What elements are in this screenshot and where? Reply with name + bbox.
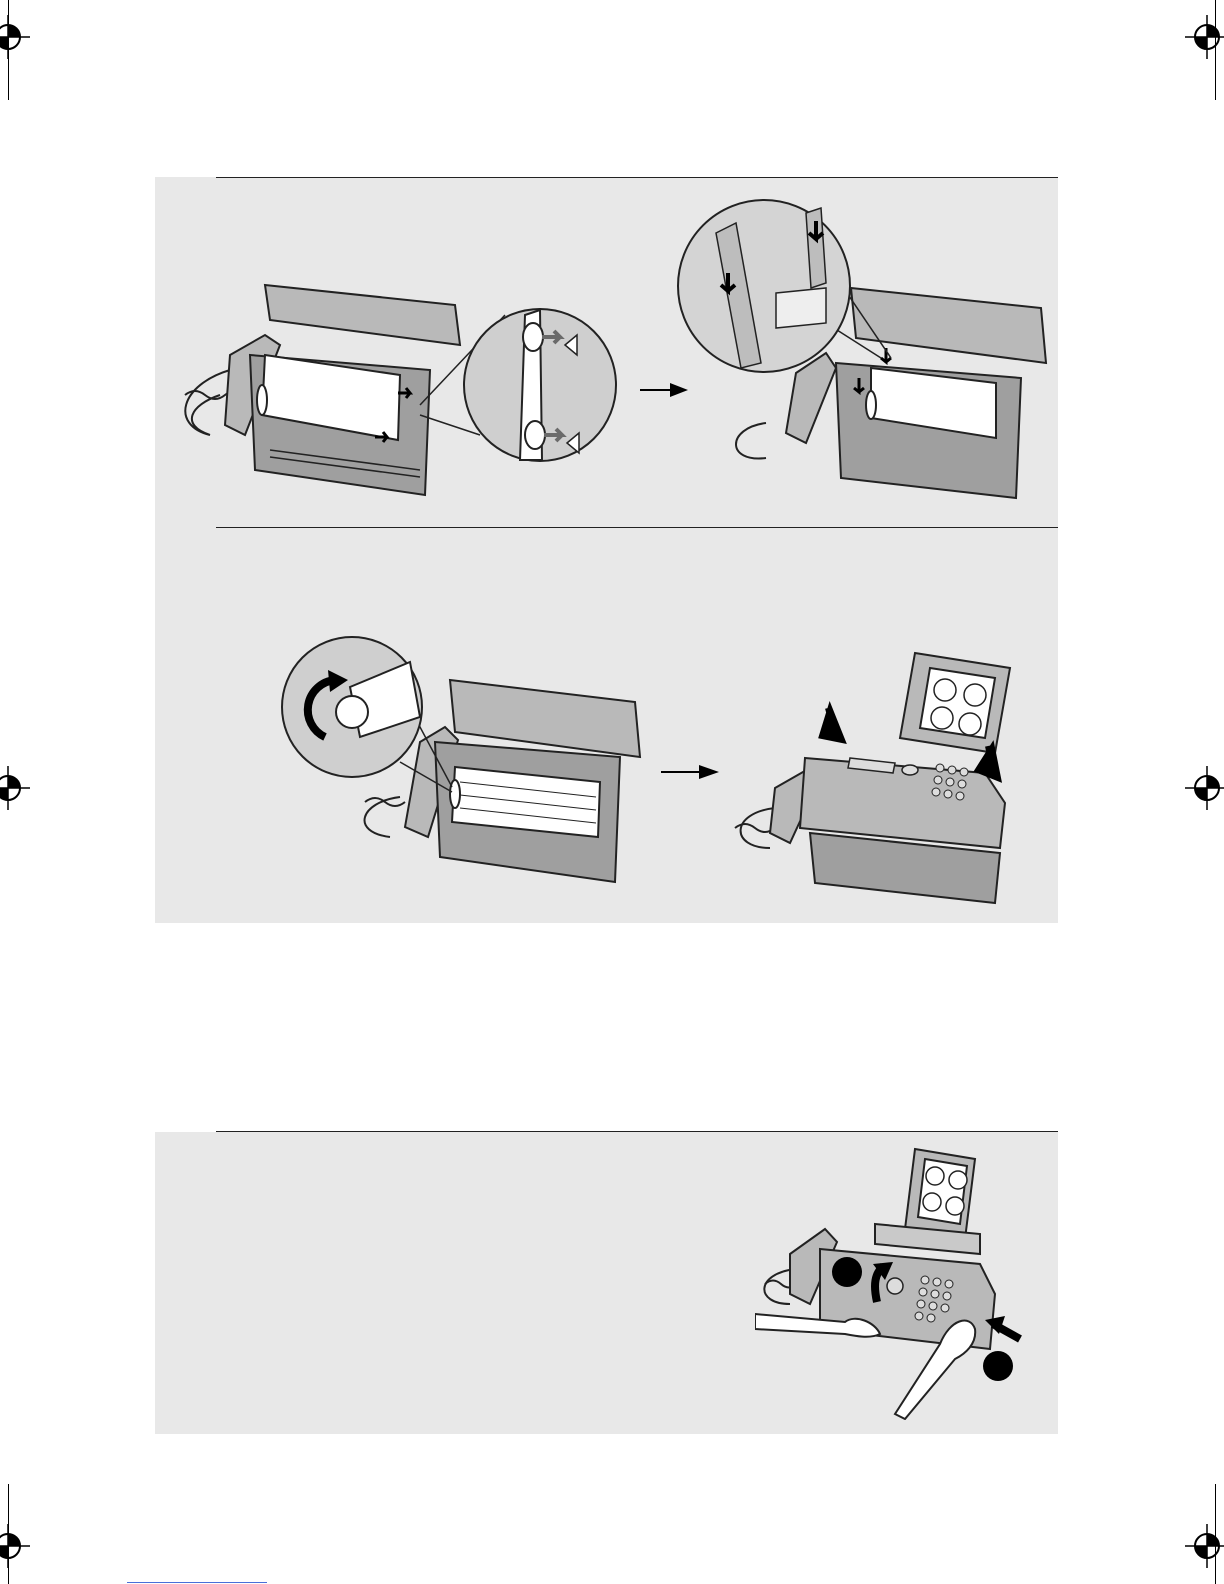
close-panel-illustration [730, 648, 1030, 906]
section-rule [216, 527, 1058, 528]
footer-link-underline [127, 1580, 267, 1583]
insert-roll-right-illustration [676, 193, 1056, 505]
registration-mark-icon [1185, 766, 1224, 810]
right-arrow-icon [661, 764, 721, 780]
trim-line [8, 1484, 9, 1584]
insert-roll-left-illustration [170, 275, 620, 505]
registration-mark-icon [0, 1524, 30, 1568]
registration-mark-icon [0, 766, 30, 810]
open-panel-illustration [755, 1144, 1045, 1420]
registration-mark-icon [1185, 15, 1224, 59]
tighten-roll-illustration [280, 632, 660, 892]
registration-mark-icon [0, 15, 30, 59]
trim-line [1215, 1484, 1216, 1584]
trim-line [1215, 0, 1216, 100]
section-rule [216, 177, 1058, 178]
registration-mark-icon [1185, 1524, 1224, 1568]
section-rule [216, 1131, 1058, 1132]
trim-line [8, 0, 9, 100]
